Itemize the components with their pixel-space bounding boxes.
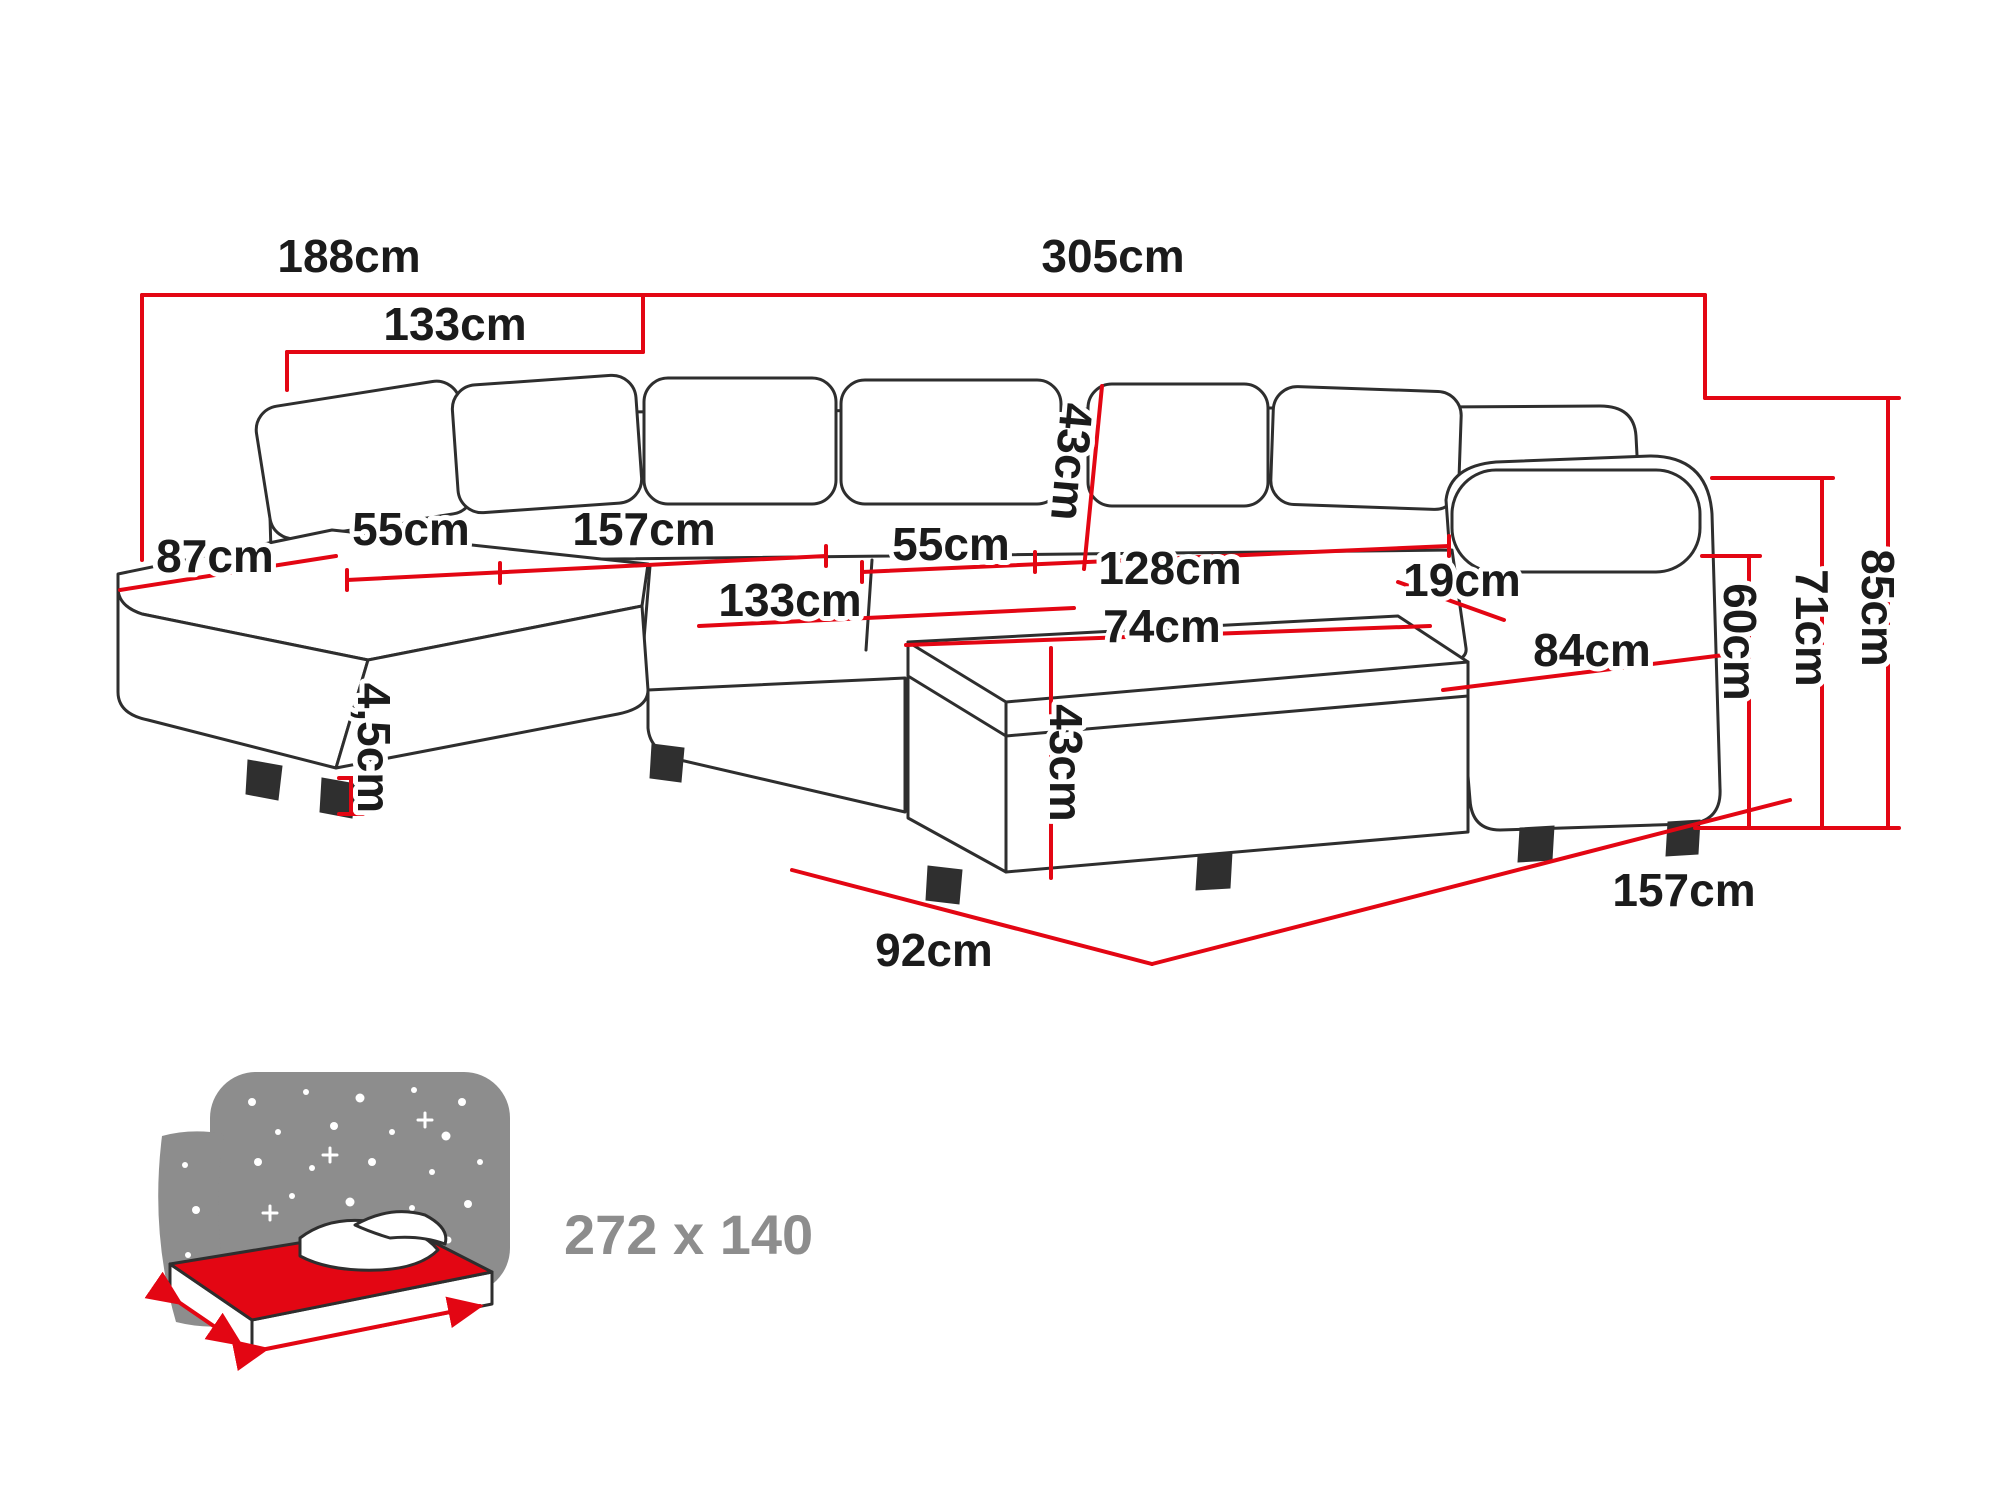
dimension-lines (118, 293, 1901, 966)
dim-label-74: 74cm (1103, 600, 1221, 652)
dim-label-84: 84cm (1533, 624, 1651, 676)
right-armrest (1444, 454, 1722, 832)
dim-label-157-bottom: 157cm (1612, 864, 1755, 916)
dim-label-43-back: 43cm (1041, 401, 1103, 523)
back-cushion (642, 376, 838, 506)
sofa-leg (1517, 825, 1555, 863)
dim-label-305: 305cm (1041, 230, 1184, 282)
ottoman (906, 614, 1470, 874)
dim-line-55-128 (860, 534, 1451, 584)
dimension-labels: 188cm 305cm 133cm 87cm 55cm 157cm 55cm 1… (151, 225, 1909, 981)
dim-label-92: 92cm (875, 924, 993, 976)
back-cushions (254, 373, 1463, 541)
dim-label-133-back: 133cm (383, 298, 526, 350)
dim-line-92 (790, 868, 1154, 966)
dim-label-55-mid: 55cm (892, 518, 1010, 570)
dim-label-188: 188cm (277, 230, 420, 282)
dim-line-133-seat (697, 606, 1076, 628)
seat-division-2 (864, 558, 874, 652)
dim-lines-heights (1693, 396, 1901, 830)
dim-label-45-leg: 4,5cm (348, 683, 400, 813)
dim-label-43-ottoman: 43cm (1040, 704, 1092, 822)
sofa-bed-icon (144, 1072, 510, 1371)
dim-label-133-seat: 133cm (718, 574, 861, 626)
dim-label-157-seat: 157cm (572, 503, 715, 555)
dim-line-84 (1441, 653, 1726, 692)
dim-label-55-left: 55cm (352, 503, 470, 555)
sofa-leg (319, 777, 357, 819)
dim-line-55-157 (345, 544, 828, 592)
dim-line-74 (904, 624, 1432, 647)
dim-line-157-bottom (1150, 798, 1792, 966)
bed-duvet (298, 1210, 448, 1272)
sofa-leg (925, 865, 963, 905)
left-chaise (116, 528, 907, 814)
sofa-leg (649, 743, 685, 783)
ottoman-top (906, 614, 1470, 704)
dim-label-19: 19cm (1403, 554, 1521, 606)
armrest-roll (1450, 468, 1702, 574)
armrest-body (1444, 454, 1722, 832)
dim-label-60: 60cm (1714, 583, 1766, 701)
back-cushion (839, 378, 1063, 506)
middle-base-face (646, 676, 907, 814)
sofa-drawing (116, 373, 1722, 905)
bed-dimension-arrows (144, 1271, 484, 1371)
bed-size-label: 272 x 140 (564, 1203, 813, 1266)
dim-line-19 (1396, 580, 1506, 622)
sofa-leg (1195, 851, 1233, 891)
dim-line-top (140, 293, 1707, 562)
dim-line-43-back (1082, 384, 1104, 571)
dim-line-45-leg (337, 776, 365, 816)
dim-label-128: 128cm (1098, 542, 1241, 594)
sofa-legs (245, 743, 1701, 905)
dim-line-87 (118, 554, 338, 592)
dim-label-87: 87cm (156, 530, 274, 582)
back-cushion (1269, 385, 1463, 511)
dim-label-71: 71cm (1786, 569, 1838, 687)
dim-label-85: 85cm (1852, 549, 1904, 667)
sofa-leg (245, 759, 283, 801)
back-cushion (1086, 382, 1270, 508)
back-cushion (450, 373, 644, 515)
